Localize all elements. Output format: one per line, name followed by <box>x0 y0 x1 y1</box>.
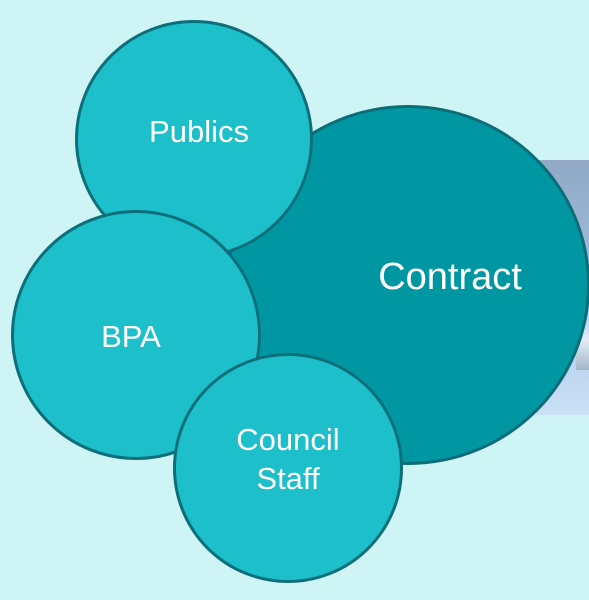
council-staff-label: Council Staff <box>236 422 340 496</box>
council-staff-circle: Council Staff <box>173 353 403 583</box>
bpa-label: BPA <box>101 318 161 354</box>
publics-label: Publics <box>149 113 249 149</box>
bpa-circle: BPA <box>11 210 261 460</box>
contract-label: Contract <box>378 256 522 299</box>
